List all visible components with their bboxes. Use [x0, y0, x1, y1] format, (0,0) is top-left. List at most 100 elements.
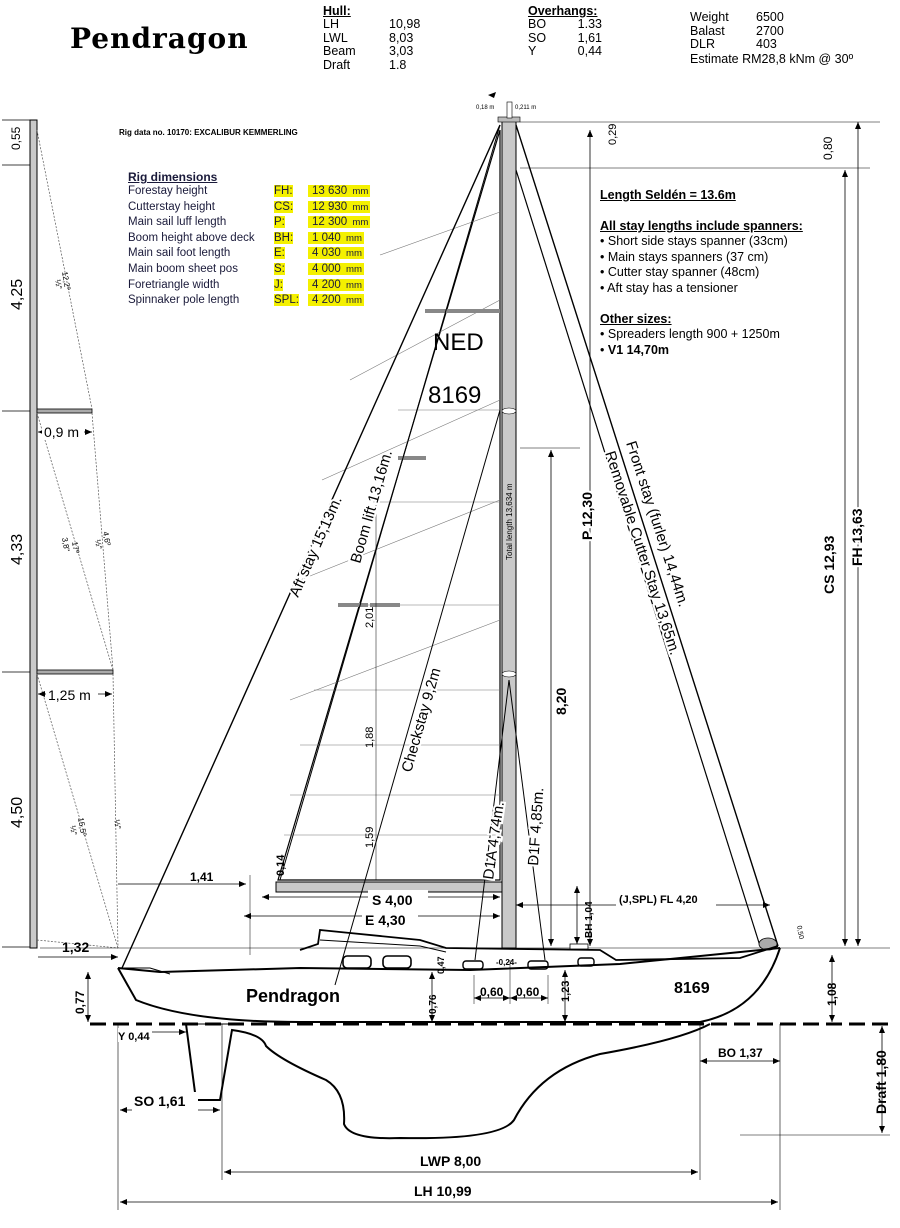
dim-lwp: LWP 8,00: [420, 1153, 481, 1169]
dim-y: Y 0,44: [118, 1031, 150, 1043]
dim-014: 0,14: [275, 854, 287, 876]
front-stay-line: [515, 124, 779, 947]
other-note: • Spreaders length 900 + 1250m: [600, 327, 780, 342]
spreader-lower-dim: 1,25 m: [48, 687, 91, 703]
dim-e: E 4,30: [365, 912, 406, 928]
fh-label: FH 13,63: [849, 508, 865, 566]
porthole-2: [382, 955, 412, 969]
dim-050: 0,50: [795, 925, 804, 940]
segment-055: 0,55: [9, 126, 23, 150]
checkstay-line: [334, 409, 501, 986]
dim-bo: BO 1,37: [718, 1046, 763, 1060]
dim-lh: LH 10,99: [414, 1183, 472, 1199]
porthole-3: [462, 960, 484, 970]
length-selden: Length Seldén = 13.6m: [600, 188, 736, 202]
spreader-upper-dim: 0,9 m: [44, 424, 79, 440]
spreader-upper: [36, 408, 93, 414]
segment-433: 4,33: [9, 534, 26, 565]
dim-123: 1,23: [560, 981, 572, 1002]
logo-pendragon: Pendragon: [70, 22, 249, 55]
sail-number: 8169: [428, 382, 481, 409]
fraction-2: ½": [93, 539, 104, 550]
rig-notes: Length Seldén = 13.6m All stay lengths i…: [600, 188, 890, 358]
dim-024: -0,24-: [496, 958, 517, 967]
dim-060b: 0,60: [516, 985, 540, 999]
dim-159: 1,59: [364, 827, 376, 848]
d1f-line: [508, 679, 546, 961]
p-label: P 12,30: [579, 492, 595, 540]
sail-country: NED: [433, 329, 484, 356]
dim-188: 1,88: [364, 727, 376, 748]
spreader-lower: [36, 669, 114, 675]
rm-estimate: Estimate RM28,8 kNm @ 30º: [690, 51, 854, 66]
hull-sheer: [117, 947, 781, 974]
hull-sail-number: 8169: [674, 980, 710, 997]
cutter-stay-line: [515, 169, 761, 947]
stay-note: • Cutter stay spanner (48cm): [600, 265, 760, 280]
fraction-3: ½": [68, 825, 79, 836]
dim-060a: 0,60: [480, 985, 504, 999]
stays-title: All stay lengths include spanners:: [600, 218, 803, 233]
fraction-4: ½": [112, 819, 123, 830]
other-sizes-title: Other sizes:: [600, 311, 672, 326]
top-left-dim: 0,18 m: [476, 105, 494, 111]
mast-profile: 0,55 4,25 4,33 4,50 0,9 m 1,25 m 12,2º ½…: [2, 119, 123, 949]
mast-profile-spar: [29, 119, 38, 949]
aft-stay: [121, 124, 501, 969]
angle-2: 17º: [70, 541, 81, 554]
mast-total-length: Total length 13,634 m: [505, 483, 514, 560]
dim-so: SO 1,61: [134, 1093, 186, 1109]
hull-name: Pendragon: [246, 986, 340, 1006]
dim-bh: BH 1,04: [584, 901, 595, 938]
overhangs-title: Overhangs:: [528, 4, 598, 18]
dim-047: 0,47: [436, 956, 446, 974]
dim-820: 8,20: [553, 688, 569, 715]
other-note: • V1 14,70m: [600, 342, 670, 357]
rig-dimensions-title: Rig dimensions: [128, 170, 218, 184]
stay-note: • Short side stays spanner (33cm): [600, 234, 788, 249]
stay-note: • Aft stay has a tensioner: [600, 280, 738, 295]
stay-note: • Main stays spanners (37 cm): [600, 249, 769, 264]
cs-label: CS 12,93: [821, 535, 837, 594]
dim-fl: (J,SPL) FL 4,20: [619, 894, 698, 906]
mainsail: NED 8169 2,01 1,88 1,59: [277, 129, 501, 881]
dim-077: 0,77: [73, 990, 87, 1014]
hull-topsides: [117, 947, 781, 1023]
hull-title: Hull:: [323, 4, 351, 18]
dim-141: 1,41: [190, 870, 214, 884]
dim-108: 1,08: [825, 982, 839, 1006]
dim-s: S 4,00: [372, 892, 413, 908]
stays: [121, 124, 779, 986]
dim-132: 1,32: [62, 939, 89, 955]
main-mast: Total length 13,634 m 0,18 m 0,211 m: [476, 92, 536, 949]
aft-stay-label: Aft stay 15,13m.: [286, 494, 346, 600]
segment-425: 4,25: [9, 279, 26, 310]
dim-201: 2,01: [364, 607, 376, 628]
angle-4: 15,5º: [76, 817, 88, 837]
dim-draft: Draft 1,80: [873, 1050, 889, 1114]
dim-029: 0,29: [607, 124, 619, 145]
hull: Pendragon 8169: [117, 929, 781, 1140]
size-38: 3,8": [60, 537, 71, 552]
